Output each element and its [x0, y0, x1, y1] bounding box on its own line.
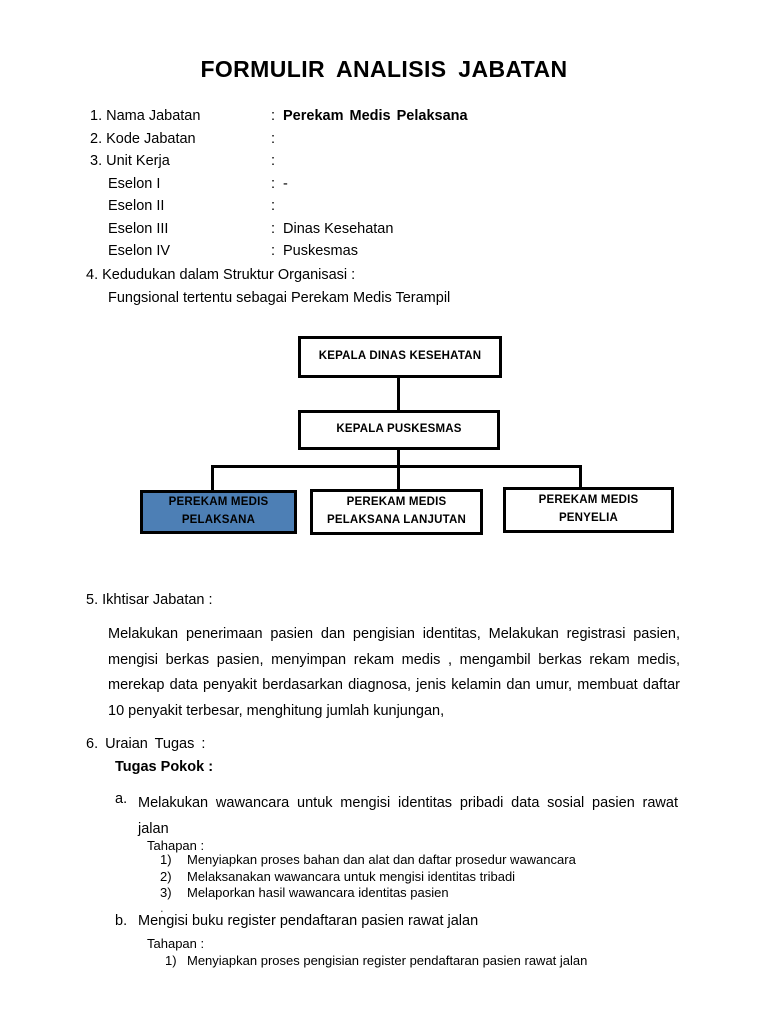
field-label: Eselon I [108, 175, 161, 192]
field-colon: : [271, 153, 276, 169]
task-marker-b: b. [115, 913, 128, 929]
field-label: 3. Unit Kerja [90, 153, 170, 169]
connector-line-vertical [397, 465, 400, 490]
field-row-unit-kerja: 3. Unit Kerja : [90, 153, 690, 176]
org-node-perekam-medis-pelaksana: PEREKAM MEDIS PELAKSANA [140, 490, 297, 534]
org-node-label-line1: PEREKAM MEDIS [168, 496, 269, 509]
connector-line-vertical [397, 450, 400, 467]
org-node-perekam-medis-pelaksana-lanjutan: PEREKAM MEDIS PELAKSANA LANJUTAN [310, 489, 483, 535]
section-4-heading: 4. Kedudukan dalam Struktur Organisasi : [86, 267, 356, 283]
section-6-subheading: Tugas Pokok : [115, 759, 214, 775]
list-item: 1) Menyiapkan proses bahan dan alat dan d… [160, 852, 576, 869]
field-label: Eselon II [108, 198, 165, 214]
org-node-label-line2: PENYELIA [558, 512, 619, 524]
list-item: 2) Melaksanakan wawancara untuk mengisi i… [160, 869, 576, 886]
section-4-subtext: Fungsional tertentu sebagai Perekam Medi… [108, 290, 451, 306]
tahapan-step-list-b: 1) Menyiapkan proses pengisian register p… [165, 953, 587, 970]
field-colon: : [271, 130, 276, 147]
field-row-eselon-1: Eselon I : - [90, 176, 690, 199]
step-text: Melaksanakan wawancara untuk mengisi ide… [187, 868, 516, 884]
org-node-kepala-dinas-kesehatan: KEPALA DINAS KESEHATAN [298, 336, 502, 378]
field-label: Eselon IV [108, 243, 171, 259]
field-row-eselon-4: Eselon IV : Puskesmas [90, 243, 690, 266]
field-row-eselon-2: Eselon II : [90, 198, 690, 221]
field-value-eselon-4: Puskesmas [283, 243, 358, 259]
list-item: 3) Melaporkan hasil wawancara identitas p… [160, 885, 576, 902]
connector-line-vertical [211, 465, 214, 491]
field-colon: : [271, 198, 276, 214]
step-number: 1) [165, 953, 177, 968]
field-label: Eselon III [108, 220, 169, 237]
field-colon: : [271, 220, 276, 237]
step-number: 2) [160, 868, 172, 884]
field-label: 2. Kode Jabatan [90, 130, 196, 147]
connector-line-horizontal [211, 465, 582, 468]
section-6-heading: 6. Uraian Tugas : [86, 736, 206, 752]
stray-punctuation-mark: . [160, 900, 164, 915]
step-text: Melaporkan hasil wawancara identitas pas… [187, 885, 449, 900]
step-text: Menyiapkan proses pengisian register pen… [187, 953, 588, 968]
org-node-label-line2: PELAKSANA LANJUTAN [326, 514, 467, 526]
org-node-label: KEPALA PUSKESMAS [336, 423, 462, 436]
field-value-nama-jabatan: Perekam Medis Pelaksana [283, 108, 468, 124]
org-node-label-line1: PEREKAM MEDIS [538, 494, 639, 507]
org-node-label-line1: PEREKAM MEDIS [346, 496, 447, 509]
step-text: Menyiapkan proses bahan dan alat dan daf… [187, 852, 576, 867]
task-text-b: Mengisi buku register pendaftaran pasien… [138, 913, 479, 929]
section-5-heading: 5. Ikhtisar Jabatan : [86, 592, 213, 608]
field-colon: : [271, 243, 276, 259]
page-title: FORMULIR ANALISIS JABATAN [200, 56, 568, 82]
org-node-kepala-puskesmas: KEPALA PUSKESMAS [298, 410, 500, 450]
field-label: 1. Nama Jabatan [90, 108, 201, 124]
step-number: 1) [160, 852, 172, 867]
org-node-perekam-medis-penyelia: PEREKAM MEDIS PENYELIA [503, 487, 674, 533]
field-colon: : [271, 108, 276, 124]
org-node-label: KEPALA DINAS KESEHATAN [318, 350, 482, 363]
tahapan-label-a: Tahapan : [147, 838, 205, 853]
org-node-label-line2: PELAKSANA [181, 514, 256, 526]
field-value-eselon-1: - [283, 175, 288, 192]
field-row-eselon-3: Eselon III : Dinas Kesehatan [90, 221, 690, 244]
identity-field-list: 1. Nama Jabatan : Perekam Medis Pelaksan… [90, 108, 690, 266]
tahapan-step-list-a: 1) Menyiapkan proses bahan dan alat dan d… [160, 852, 576, 902]
field-colon: : [271, 175, 276, 192]
section-5-body: Melakukan penerimaan pasien dan pengisia… [108, 626, 680, 719]
list-item: 1) Menyiapkan proses pengisian register p… [165, 953, 587, 970]
task-text-a: Melakukan wawancara untuk mengisi identi… [138, 795, 678, 837]
task-marker-a: a. [115, 791, 128, 807]
field-row-nama-jabatan: 1. Nama Jabatan : Perekam Medis Pelaksan… [90, 108, 690, 131]
connector-line-vertical [397, 378, 400, 411]
step-number: 3) [160, 885, 172, 900]
field-row-kode-jabatan: 2. Kode Jabatan : [90, 131, 690, 154]
tahapan-label-b: Tahapan : [147, 936, 205, 951]
field-value-eselon-3: Dinas Kesehatan [283, 220, 394, 237]
connector-line-vertical [579, 465, 582, 488]
